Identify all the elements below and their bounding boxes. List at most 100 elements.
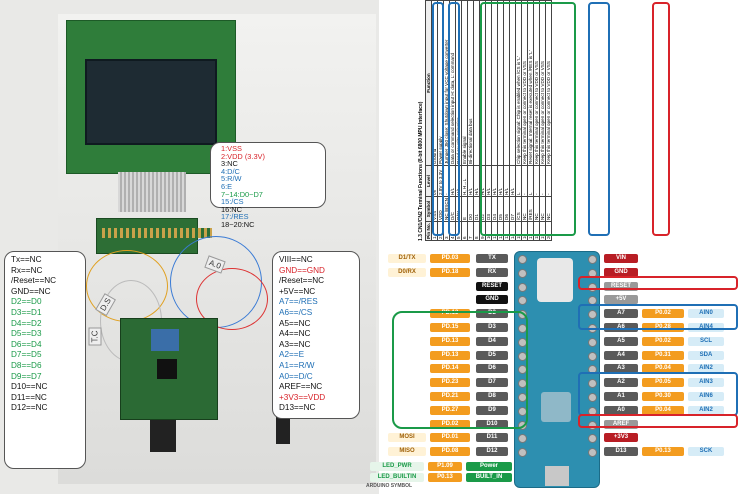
highlight-a7-a6	[578, 304, 738, 330]
callout-line: A5==NC	[279, 318, 311, 328]
led-func: LED_BUILTIN	[370, 473, 424, 482]
callout-line: 3:NC	[221, 159, 238, 169]
callout-line: D11==NC	[11, 392, 47, 402]
callout-line: D9==D7	[11, 371, 42, 381]
led-port: P0.13	[428, 473, 462, 482]
header-pin	[518, 296, 527, 306]
ble-module	[151, 329, 179, 351]
pin-label-right: +5V	[604, 295, 638, 305]
callout-line: 16:NC	[221, 204, 242, 214]
highlight-gnd	[578, 276, 738, 290]
legend-title: ARDUINO SYMBOL	[366, 483, 413, 489]
header-pin	[518, 255, 527, 264]
pin-port-left: PD.23	[430, 378, 470, 388]
callout-line: Rx==NC	[11, 265, 43, 275]
highlight-a2-a0	[578, 372, 738, 416]
pin-func-right: SCL	[688, 336, 724, 346]
pin-port-right: P0.02	[642, 309, 684, 319]
pin-func-right: SDA	[688, 350, 724, 360]
callout-line: A4==NC	[279, 329, 311, 339]
highlight-res-pin	[432, 2, 444, 236]
header-pin	[588, 420, 597, 430]
callout-line: VIII==NC	[279, 255, 313, 264]
pin-port-right: P0.30	[642, 392, 684, 401]
header-pin	[588, 379, 597, 389]
pin-port-left: PD.14	[430, 364, 470, 374]
pin-func-right: AIN2	[688, 405, 724, 415]
pin-label-right: VIN	[604, 254, 638, 263]
callout-line: A2==E	[279, 350, 305, 360]
pin-port-left: PD.13	[430, 309, 470, 319]
callout-line: 6:E	[221, 181, 233, 191]
pin-label-left: D11	[476, 433, 508, 443]
callout-line: +3V3==VDD	[279, 392, 326, 402]
callout-line: 17:/RES	[221, 212, 249, 222]
led-label: Power	[466, 462, 512, 471]
callout-line: +5V==NC	[279, 286, 316, 296]
pin-port-left: PD.02	[430, 419, 470, 429]
header-pin	[588, 393, 597, 402]
pin-func-right: AIN2	[688, 364, 724, 374]
pin-port-left: PD.13	[430, 350, 470, 360]
callout-line: D10==NC	[11, 382, 48, 392]
pin-port-right: P0.31	[642, 350, 684, 360]
arduino-nano-board	[120, 318, 218, 420]
callout-line: D3==D1	[11, 307, 42, 317]
pin-port-left: PD.27	[430, 405, 470, 415]
pin-label-left: D8	[476, 392, 508, 401]
pin-port-right: P0.04	[642, 405, 684, 415]
callout-line: D4==D2	[11, 318, 42, 328]
callout-line: D7==D5	[11, 350, 42, 360]
pin-port-right: P0.28	[642, 323, 684, 332]
header-pin	[588, 255, 597, 264]
pin-func-right: AIN3	[688, 378, 724, 388]
callout-line: A6==/CS	[279, 307, 313, 317]
callout-line: D2==D0	[11, 297, 42, 307]
callout-line: D13==NC	[279, 403, 316, 413]
pin-func-right: SCK	[688, 447, 724, 457]
pin-port-right: P0.02	[642, 336, 684, 346]
pin-label-left: RESET	[476, 281, 508, 291]
header-pin	[588, 448, 597, 458]
pin-port-right: P0.05	[642, 378, 684, 388]
pin-label-right: D13	[604, 447, 638, 457]
led-label: BUILT_IN	[466, 473, 512, 482]
pin-func-left: MOSI	[388, 433, 426, 443]
pin-label-right: AREF	[604, 419, 638, 429]
datasheet-table-panel: 1.3 CN1/CN2 Terminal Functions (8-bit 68…	[418, 0, 698, 241]
pin-port-left: PD.15	[430, 323, 470, 332]
callout-line: A7==/RES	[279, 297, 318, 307]
callout-line: GND==GND	[279, 265, 325, 275]
pin-label-left: D5	[476, 350, 508, 360]
highlight-digital-pins	[392, 311, 528, 429]
oled-screen	[85, 59, 217, 145]
header-pin	[588, 310, 597, 320]
usb-port	[545, 466, 569, 486]
callout-line: Tx==NC	[11, 255, 42, 264]
antenna-module	[537, 258, 573, 302]
table-title: 1.3 CN1/CN2 Terminal Functions (8-bit 68…	[418, 101, 424, 241]
pin-label-left: RX	[476, 267, 508, 277]
pin-func-right: AIN4	[688, 323, 724, 332]
wire-label: T.C	[88, 327, 102, 346]
pin-port-right: P0.13	[642, 447, 684, 457]
pin-label-left: D2	[476, 309, 508, 319]
highlight-data-bus	[480, 2, 576, 236]
mcu-chip	[157, 359, 177, 379]
arduino-board	[514, 251, 600, 488]
header-pin	[588, 337, 597, 347]
callout-line: 2:VDD (3.3V)	[221, 151, 265, 161]
pin-func-left: D0/RX	[388, 267, 426, 277]
callout-line: D12==NC	[11, 403, 48, 413]
callout-line: 7~14:D0~D7	[221, 189, 263, 199]
header-pin	[588, 282, 597, 292]
callout-line: 1:VSS	[221, 144, 242, 153]
callout-line: 5:R/W	[221, 174, 242, 184]
pin-label-left: GND	[476, 295, 508, 305]
pin-label-left: D4	[476, 336, 508, 346]
callout-line: GND==NC	[11, 286, 51, 296]
header-pin	[518, 434, 527, 444]
